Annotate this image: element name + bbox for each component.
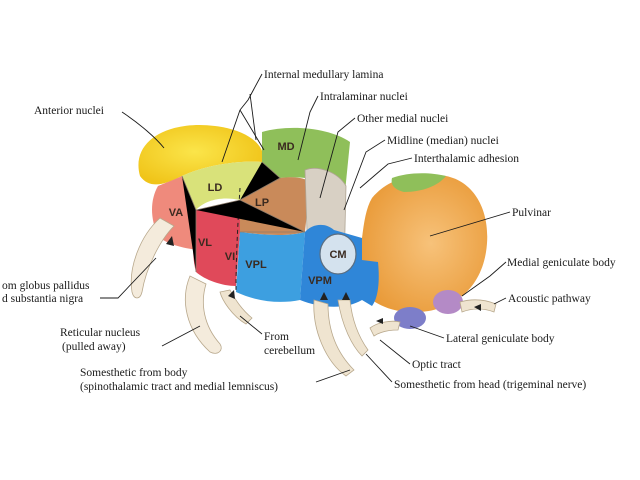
body-somesthetic-fibers bbox=[313, 299, 355, 377]
pulvinar-region bbox=[362, 174, 488, 313]
reticular-nucleus-piece bbox=[184, 275, 222, 354]
reticular-nucleus-piece bbox=[130, 217, 175, 299]
vl-label: VL bbox=[198, 237, 212, 249]
intralaminar-nuclei-label: Intralaminar nuclei bbox=[320, 91, 408, 103]
va-label: VA bbox=[169, 207, 184, 219]
acoustic-pathway-label: Acoustic pathway bbox=[508, 293, 591, 305]
somesthetic-body-label-line2: (spinothalamic tract and medial lemniscu… bbox=[80, 381, 278, 393]
cm-label: CM bbox=[329, 249, 346, 261]
optic-tract-fiber bbox=[369, 320, 401, 337]
right-md-cap bbox=[391, 173, 446, 192]
anterior-nuclei-label: Anterior nuclei bbox=[34, 105, 104, 117]
arrow-icon bbox=[166, 236, 481, 324]
somesthetic-head-label: Somesthetic from head (trigeminal nerve) bbox=[394, 379, 586, 391]
globus-pallidus-label-line1: om globus pallidus bbox=[2, 280, 90, 292]
external-medullary-line bbox=[235, 187, 241, 291]
head-somesthetic-fibers bbox=[337, 299, 369, 357]
vl-region bbox=[193, 200, 240, 286]
md-label: MD bbox=[277, 141, 294, 153]
vpl-label: VPL bbox=[245, 259, 267, 271]
reticular-nucleus-label-line2: (pulled away) bbox=[62, 341, 126, 353]
leader-lines bbox=[100, 73, 511, 383]
vi-label: VI bbox=[225, 251, 235, 263]
lateral-geniculate-body bbox=[394, 307, 426, 329]
lp-label: LP bbox=[255, 197, 269, 209]
other-medial-nuclei-label: Other medial nuclei bbox=[357, 113, 448, 125]
vpm-label: VPM bbox=[308, 275, 332, 287]
midline-nuclei-label: Midline (median) nuclei bbox=[387, 135, 499, 147]
lateral-geniculate-body-label: Lateral geniculate body bbox=[446, 333, 555, 345]
interthalamic-adhesion-label: Interthalamic adhesion bbox=[414, 153, 519, 165]
reticular-nucleus-label-line1: Reticular nucleus bbox=[60, 327, 141, 339]
vpl-region bbox=[236, 232, 305, 302]
right-vpm-fragment bbox=[362, 260, 379, 306]
optic-tract-label: Optic tract bbox=[412, 359, 462, 371]
from-cerebellum-label-line1: From bbox=[264, 331, 289, 343]
internal-medullary-lamina-label: Internal medullary lamina bbox=[264, 69, 383, 81]
medial-geniculate-body-label: Medial geniculate body bbox=[507, 257, 616, 269]
medial-geniculate-body bbox=[433, 290, 463, 314]
cm-region bbox=[319, 233, 357, 275]
ld-label: LD bbox=[208, 182, 223, 194]
globus-pallidus-label-line2: d substantia nigra bbox=[2, 293, 83, 305]
anterior-nuclei-region bbox=[138, 124, 264, 185]
pulvinar-label: Pulvinar bbox=[512, 207, 551, 219]
from-cerebellum-label-line2: cerebellum bbox=[264, 345, 315, 357]
somesthetic-body-label-line1: Somesthetic from body bbox=[80, 367, 188, 379]
